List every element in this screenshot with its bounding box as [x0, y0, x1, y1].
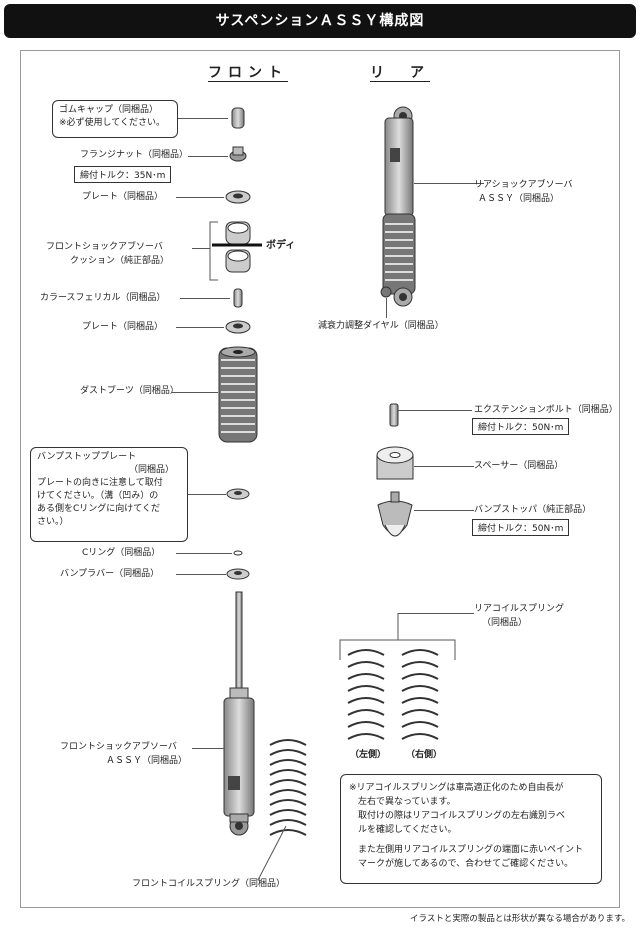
extension-bolt: [389, 403, 399, 427]
cushion-label-line2: クッション（純正部品）: [70, 256, 170, 266]
flange-nut-torque: 締付トルク：35N･m: [74, 166, 172, 183]
bump-plate-note-1: プレートの向きに注意して取付: [37, 478, 163, 488]
dust-boot: [218, 346, 258, 443]
page-title: サスペンションＡＳＳＹ構成図: [4, 4, 636, 38]
extension-bolt-torque: 締付トルク：50N･m: [472, 418, 570, 435]
bump-plate-sub: （同梱品）: [129, 465, 175, 475]
rear-shock: [380, 106, 416, 307]
front-shock-label-line2: ＡＳＳＹ（同梱品）: [106, 756, 188, 766]
rear-coil-label-line1: リアコイルスプリング: [474, 604, 565, 614]
spacer: [376, 446, 414, 480]
section-rear-title: リ ア: [370, 65, 430, 81]
footer-disclaimer: イラストと実際の製品とは形状が異なる場合があります。: [410, 914, 630, 924]
bump-stopper: [377, 491, 413, 537]
rear-spring-left-label: （左側）: [350, 750, 387, 760]
rear-coil-label-line2: （同梱品）: [482, 618, 528, 628]
c-ring-label: Cリング（同梱品）: [82, 548, 161, 558]
rear-shock-label-line2: ＡＳＳＹ（同梱品）: [478, 194, 560, 204]
bump-plate-note-3: ある側をCリングに向けてくだ: [37, 504, 161, 514]
front-coil-label: フロントコイルスプリング（同梱品）: [132, 879, 286, 889]
rear-shock-label-line1: リアショックアブソーバ: [474, 180, 573, 190]
bump-stopper-label: バンプストッパ（純正部品）: [474, 505, 592, 515]
plate-top-label: プレート（同梱品）: [82, 192, 164, 202]
rear-note-line-6: また左側用リアコイルスプリングの端面に赤いペイント: [349, 845, 584, 855]
damping-dial-label: 減衰力調整ダイヤル（同梱品）: [318, 321, 444, 331]
c-ring: [233, 550, 243, 556]
rubber-cap: [231, 107, 245, 129]
dust-boot-label: ダストブーツ（同梱品）: [80, 386, 179, 396]
cushion-label-line1: フロントショックアブソーバ: [46, 242, 163, 252]
rear-note-line-7: マークが施してあるので、合わせてご確認ください。: [349, 859, 574, 869]
rear-note-line-4: ルを確認してください。: [349, 825, 457, 835]
bump-stopper-torque: 締付トルク：50N･m: [472, 519, 570, 536]
extension-bolt-label: エクステンションボルト（同梱品）: [474, 405, 618, 415]
bump-plate-callout: バンプストッププレート （同梱品） プレートの向きに注意して取付 けてください。…: [30, 447, 188, 542]
rear-note-line-2: 左右で異なっています。: [349, 797, 456, 807]
rubber-cap-callout: ゴムキャップ（同梱品） ※必ず使用してください。: [52, 100, 178, 138]
rubber-cap-note: ※必ず使用してください。: [59, 118, 166, 128]
diagram-frame: [20, 50, 620, 908]
front-shock: [223, 591, 255, 836]
front-coil-spring: [269, 739, 307, 836]
bump-plate-title: バンプストッププレート: [37, 452, 137, 462]
flange-nut-label: フランジナット（同梱品）: [80, 150, 189, 160]
section-front-title: フロント: [208, 65, 288, 81]
plate-lower-label: プレート（同梱品）: [82, 322, 164, 332]
collar-label: カラースフェリカル（同梱品）: [40, 293, 166, 303]
bump-plate-note-2: けてください。（溝（凹み）の: [37, 491, 159, 501]
rear-note-line-1: ※リアコイルスプリングは車高適正化のため自由長が: [349, 783, 564, 793]
rear-spring-note: ※リアコイルスプリングは車高適正化のため自由長が 左右で異なっています。 取付け…: [340, 774, 602, 884]
rear-coil-springs: [347, 649, 439, 740]
collar-spherical: [233, 288, 243, 308]
bump-plate-note-4: さい。）: [37, 517, 69, 527]
rear-note-line-3: 取付けの際はリアコイルスプリングの左右識別ラベ: [349, 811, 566, 821]
front-shock-label-line1: フロントショックアブソーバ: [60, 742, 177, 752]
spacer-label: スペーサー（同梱品）: [474, 461, 564, 471]
body-label: ボディ: [266, 240, 296, 251]
bump-rubber-label: バンプラバー（同梱品）: [60, 569, 160, 579]
rear-spring-right-label: （右側）: [406, 750, 443, 760]
rubber-cap-label: ゴムキャップ（同梱品）: [59, 105, 159, 115]
